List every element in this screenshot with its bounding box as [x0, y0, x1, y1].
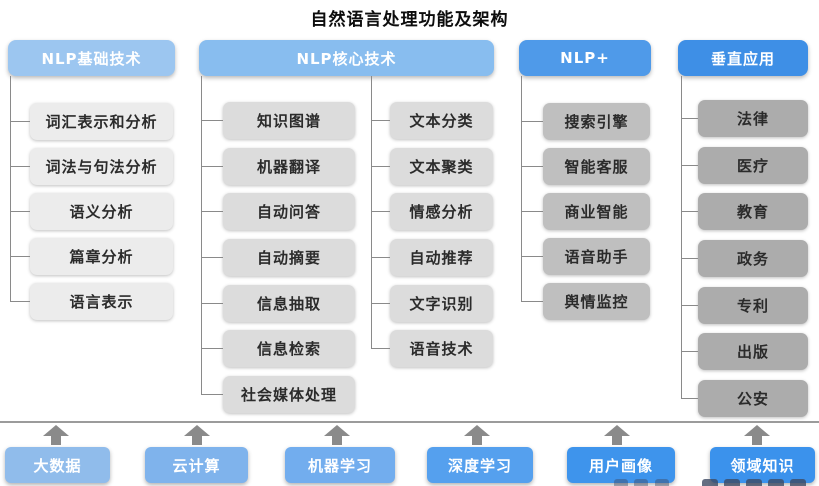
watermark-fragment [702, 479, 718, 486]
tree-node: 文本聚类 [371, 148, 493, 185]
tree-node: 文本分类 [371, 102, 493, 139]
tree-node: 词汇表示和分析 [10, 103, 173, 140]
tree-node: 舆情监控 [521, 283, 650, 320]
tree-node: 信息抽取 [201, 285, 355, 322]
watermark-fragment [724, 479, 740, 486]
tree-node: 信息检索 [201, 330, 355, 367]
tree-node: 语音技术 [371, 330, 493, 367]
tree-node: 知识图谱 [201, 102, 355, 139]
tree-node: 法律 [681, 100, 808, 137]
tree-node: 社会媒体处理 [201, 376, 355, 413]
tree-node: 自动推荐 [371, 239, 493, 276]
up-arrow-icon [43, 425, 69, 445]
connector-line [681, 76, 682, 398]
connector-line [521, 76, 522, 301]
foundation-box-big-data: 大数据 [5, 447, 110, 483]
watermark-fragment [634, 479, 648, 486]
tree-node: 医疗 [681, 147, 808, 184]
up-arrow-icon [744, 425, 770, 445]
watermark-fragment [614, 479, 628, 486]
tree-node: 语义分析 [10, 193, 173, 230]
tree-node: 情感分析 [371, 193, 493, 230]
tree-node: 智能客服 [521, 148, 650, 185]
watermark-fragment [790, 479, 806, 486]
foundation-box-deep-learning: 深度学习 [427, 447, 533, 483]
tree-node: 文字识别 [371, 285, 493, 322]
page-title: 自然语言处理功能及架构 [310, 10, 509, 30]
tree-node: 公安 [681, 380, 808, 417]
up-arrow-icon [604, 425, 630, 445]
divider-line [0, 421, 819, 423]
tree-node: 机器翻译 [201, 148, 355, 185]
tree-node: 语言表示 [10, 283, 173, 320]
header-vertical-apps: 垂直应用 [678, 40, 808, 76]
connector-line [371, 76, 372, 348]
header-nlp-basic-tech: NLP基础技术 [8, 40, 175, 76]
watermark-fragment [768, 479, 784, 486]
connector-line [10, 76, 11, 301]
tree-node: 语音助手 [521, 238, 650, 275]
header-nlp-core-tech: NLP核心技术 [199, 40, 494, 76]
tree-node: 出版 [681, 333, 808, 370]
foundation-box-domain-knowledge: 领域知识 [710, 447, 815, 483]
tree-node: 自动问答 [201, 193, 355, 230]
tree-node: 自动摘要 [201, 239, 355, 276]
up-arrow-icon [324, 425, 350, 445]
tree-node: 商业智能 [521, 193, 650, 230]
foundation-box-user-profile: 用户画像 [567, 447, 675, 483]
up-arrow-icon [184, 425, 210, 445]
header-nlp-plus: NLP+ [519, 40, 651, 76]
tree-node: 词法与句法分析 [10, 148, 173, 185]
tree-node: 篇章分析 [10, 238, 173, 275]
watermark-fragment [746, 479, 762, 486]
up-arrow-icon [464, 425, 490, 445]
watermark-fragment [655, 479, 669, 486]
tree-node: 专利 [681, 287, 808, 324]
foundation-box-cloud-computing: 云计算 [145, 447, 248, 483]
tree-node: 搜索引擎 [521, 103, 650, 140]
tree-node: 教育 [681, 193, 808, 230]
tree-node: 政务 [681, 240, 808, 277]
connector-line [201, 76, 202, 394]
foundation-box-machine-learning: 机器学习 [285, 447, 395, 483]
